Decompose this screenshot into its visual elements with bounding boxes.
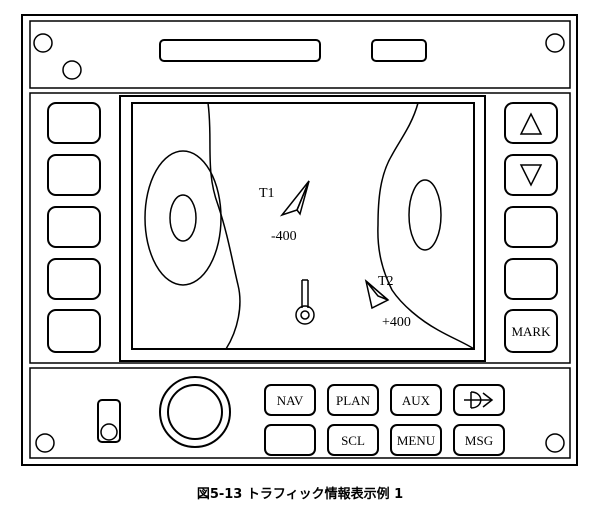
screw-top-right — [545, 33, 565, 53]
screw-bottom-right — [545, 433, 565, 453]
terrain-boundary-left — [207, 102, 241, 350]
traffic-t2-id: T2 — [378, 274, 394, 289]
top-slot-wide — [159, 39, 321, 62]
direct-to-icon — [464, 391, 494, 409]
top-panel — [29, 20, 571, 89]
traffic-t1-symbol — [279, 180, 310, 217]
nav-button[interactable] — [264, 384, 316, 416]
display-frame — [119, 95, 486, 362]
scl-button-label: SCL — [341, 433, 365, 448]
figure-caption: 図5-13 トラフィック情報表示例 1 — [197, 486, 403, 502]
top-slot-small — [371, 39, 427, 62]
nav-button-label: NAV — [277, 393, 304, 408]
left-key-5[interactable] — [47, 309, 101, 353]
down-triangle-icon — [519, 164, 543, 187]
screw-top-left-inner — [62, 60, 82, 80]
toggle-switch[interactable] — [97, 399, 121, 443]
msg-button[interactable] — [453, 424, 505, 456]
aux-button-label: AUX — [402, 393, 431, 408]
screw-top-left — [33, 33, 53, 53]
terrain-contour-left-outer — [144, 150, 222, 286]
outer-bezel — [21, 14, 578, 466]
rotary-knob-outer[interactable] — [159, 376, 231, 448]
screw-bottom-left — [35, 433, 55, 453]
bottom-panel — [29, 367, 571, 459]
left-key-4[interactable] — [47, 258, 101, 300]
terrain-boundary-right — [377, 102, 475, 350]
right-key-4[interactable] — [504, 258, 558, 300]
up-arrow-button[interactable] — [504, 102, 558, 144]
msg-button-label: MSG — [465, 433, 493, 448]
right-key-3[interactable] — [504, 206, 558, 248]
traffic-t1-id: T1 — [259, 186, 275, 201]
left-key-3[interactable] — [47, 206, 101, 248]
mark-button-label: MARK — [511, 324, 551, 339]
up-triangle-icon — [519, 112, 543, 135]
traffic-t2-altitude: +400 — [382, 315, 411, 330]
blank-bottom-button[interactable] — [264, 424, 316, 456]
scl-button[interactable] — [327, 424, 379, 456]
menu-button-label: MENU — [397, 433, 436, 448]
menu-button[interactable] — [390, 424, 442, 456]
plan-button-label: PLAN — [336, 393, 371, 408]
left-key-2[interactable] — [47, 154, 101, 196]
traffic-t1-altitude: -400 — [271, 229, 297, 244]
middle-panel — [29, 92, 571, 364]
traffic-t2-symbol — [364, 278, 390, 310]
display-screen — [131, 102, 475, 350]
ownship-symbol — [295, 279, 315, 325]
aux-button[interactable] — [390, 384, 442, 416]
left-soft-keys — [47, 102, 101, 353]
mark-button[interactable] — [504, 309, 558, 353]
rotary-knob-inner — [167, 384, 223, 440]
toggle-switch-knob — [100, 423, 118, 441]
terrain-contour-left-inner — [169, 194, 197, 242]
right-soft-keys: MARK — [504, 102, 558, 353]
plan-button[interactable] — [327, 384, 379, 416]
left-key-1[interactable] — [47, 102, 101, 144]
down-arrow-button[interactable] — [504, 154, 558, 196]
terrain-contour-right — [408, 179, 442, 251]
